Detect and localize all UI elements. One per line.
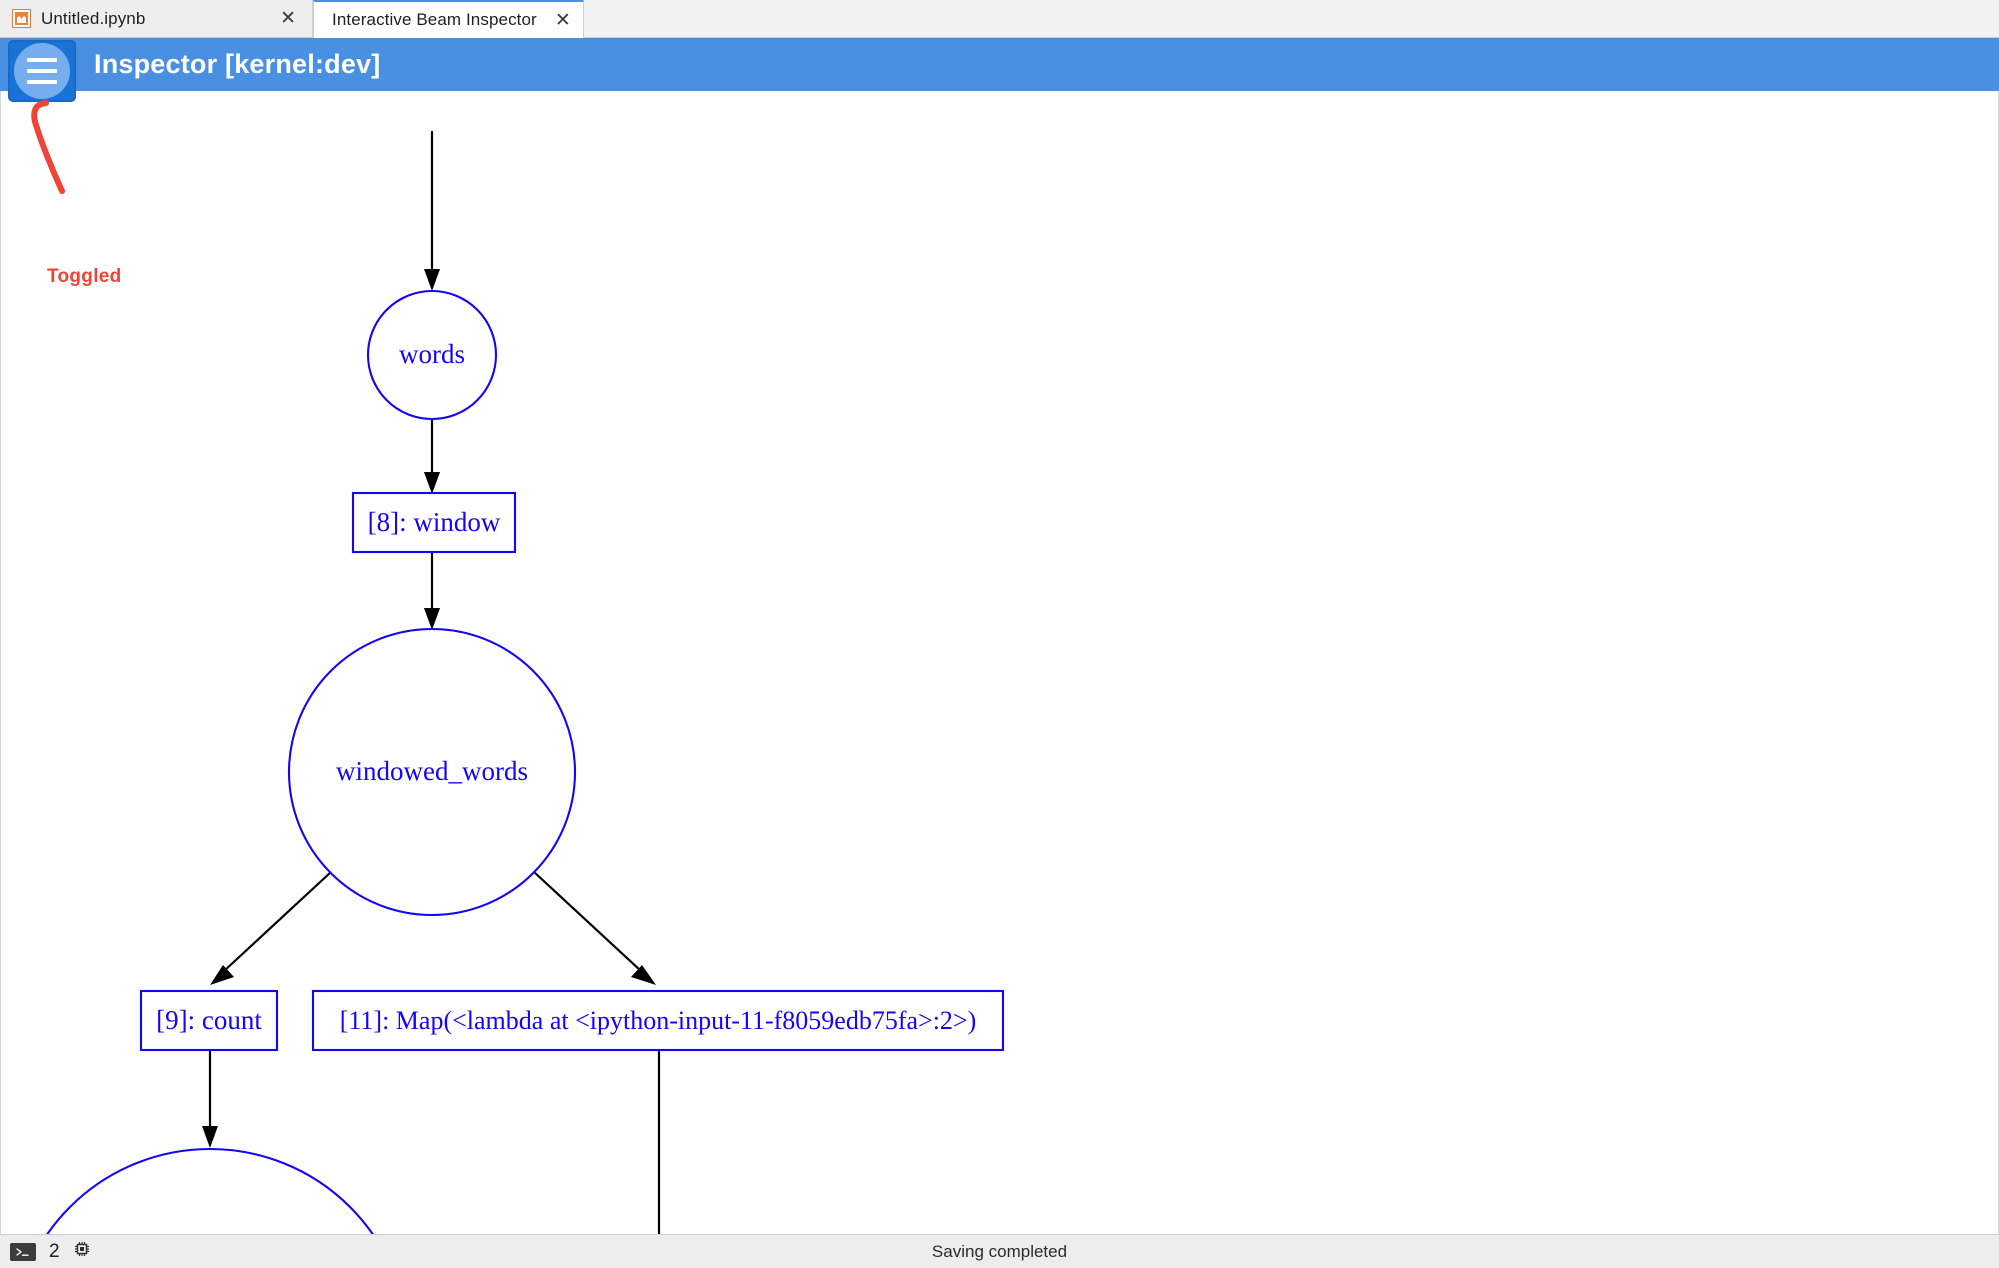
inspector-header: Inspector [kernel:dev] [0, 38, 1999, 102]
graph-node-windowed-words[interactable]: windowed_words [287, 627, 577, 917]
node-label: words [399, 339, 465, 369]
tab-bar-filler [583, 0, 1999, 37]
page-title: Inspector [kernel:dev] [94, 49, 381, 79]
kernel-count: 2 [49, 1240, 60, 1262]
node-label: [9]: count [156, 1005, 262, 1035]
edge-window-to-windowed-words [424, 552, 440, 630]
jupyter-notebook-icon [12, 9, 31, 28]
tab-label: Untitled.ipynb [41, 8, 146, 28]
pipeline-graph-canvas[interactable]: words [8]: window windowed_words [9]: co… [0, 91, 1999, 1234]
graph-node-map-transform[interactable]: [11]: Map(<lambda at <ipython-input-11-f… [311, 989, 1005, 1052]
graph-node-window-transform[interactable]: [8]: window [351, 491, 517, 554]
status-bar-message-wrap: Saving completed [0, 1242, 1999, 1262]
tab-interactive-beam-inspector[interactable]: Interactive Beam Inspector ✕ [313, 0, 584, 38]
menu-line-1 [27, 58, 57, 62]
edge-windowed-words-to-map [533, 871, 656, 985]
cpu-chip-icon[interactable] [73, 1240, 91, 1263]
tab-bar: Untitled.ipynb ✕ Interactive Beam Inspec… [0, 0, 1999, 38]
graph-node-windowed-word-counts[interactable]: windowed_word_counts [12, 1148, 408, 1234]
graph-node-words[interactable]: words [366, 289, 498, 421]
node-label: windowed_words [336, 756, 528, 786]
close-icon[interactable]: ✕ [280, 8, 296, 29]
tab-untitled-ipynb[interactable]: Untitled.ipynb ✕ [0, 0, 313, 37]
status-message: Saving completed [931, 1241, 1068, 1261]
graph-node-count-transform[interactable]: [9]: count [139, 989, 279, 1052]
pipeline-graph: words [8]: window windowed_words [9]: co… [12, 131, 1005, 1234]
terminal-icon[interactable] [10, 1242, 36, 1261]
tab-label: Interactive Beam Inspector [332, 10, 537, 29]
status-bar: 2 [0, 1234, 1999, 1268]
menu-line-2 [27, 69, 57, 73]
edge-map-to-unnamed-pcoll [657, 1050, 661, 1234]
node-label: windowed_word_counts [77, 1231, 342, 1234]
status-bar-left: 2 [10, 1240, 91, 1263]
edge-windowed-words-to-count [210, 871, 332, 985]
edge-input-to-words [424, 131, 440, 291]
edge-words-to-window [424, 419, 440, 494]
menu-line-3 [27, 80, 57, 84]
hamburger-menu-button[interactable] [8, 40, 76, 102]
node-label: [11]: Map(<lambda at <ipython-input-11-f… [340, 1006, 977, 1035]
node-label: [8]: window [368, 507, 501, 537]
hamburger-menu-icon [14, 43, 70, 99]
edge-count-to-windowed-word-counts [202, 1050, 218, 1148]
close-icon[interactable]: ✕ [554, 9, 571, 31]
